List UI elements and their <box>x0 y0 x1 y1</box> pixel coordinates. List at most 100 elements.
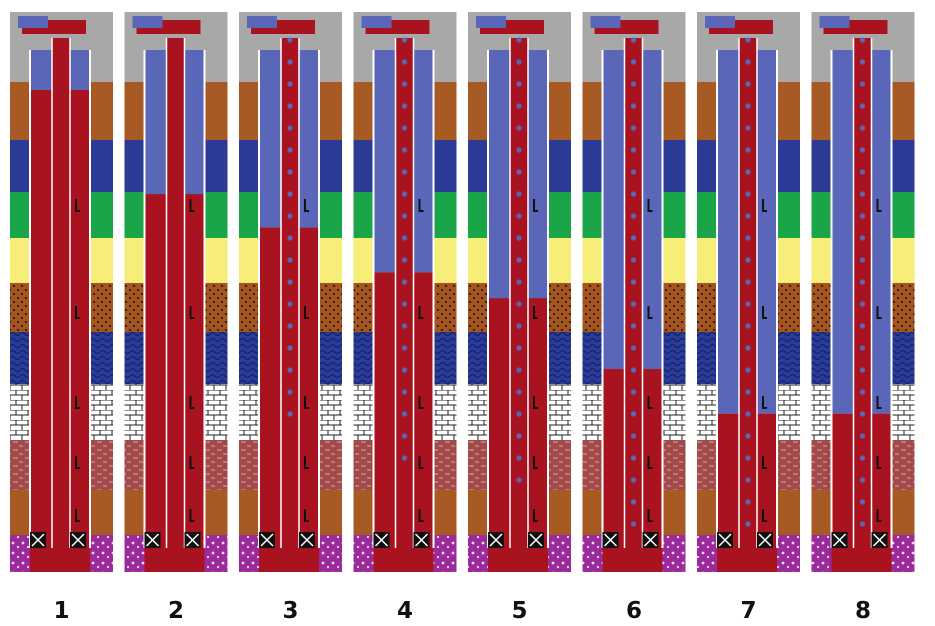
stage-panel <box>124 12 228 572</box>
centralizer-mark <box>876 509 882 522</box>
flow-bubble <box>516 125 522 131</box>
drill-pipe <box>624 38 643 548</box>
flow-bubble <box>859 37 866 43</box>
float-shoe-cross <box>185 533 200 547</box>
flow-bubble <box>859 323 866 329</box>
centralizer-mark <box>418 509 424 522</box>
stage-panel <box>811 12 915 572</box>
flow-bubble <box>630 235 637 241</box>
float-shoe-cross <box>718 533 732 547</box>
float-shoe-cross <box>414 533 429 547</box>
flow-bubble <box>287 411 293 417</box>
flow-bubble <box>859 235 866 241</box>
flow-bubble <box>859 389 866 395</box>
flow-bubble <box>401 37 408 43</box>
drill-pipe <box>52 38 70 548</box>
flow-bubble <box>401 59 408 65</box>
stage-number-label: 3 <box>282 598 299 624</box>
flow-bubble <box>516 389 522 395</box>
float-shoe-cross <box>31 533 45 547</box>
flow-bubble <box>745 367 751 373</box>
stage-panel <box>697 12 800 572</box>
stage-panel <box>468 12 571 572</box>
wellhead-cap <box>590 16 621 28</box>
flow-bubble <box>516 279 522 285</box>
flow-bubble <box>859 147 866 153</box>
centralizer-mark <box>647 396 653 409</box>
flow-bubble <box>516 147 522 153</box>
flow-bubble <box>630 521 637 527</box>
flow-bubble <box>516 169 522 175</box>
flow-bubble <box>859 125 866 131</box>
centralizer-mark <box>75 509 80 522</box>
flow-bubble <box>401 411 408 417</box>
flow-bubble <box>745 301 751 307</box>
flow-bubble <box>516 411 522 417</box>
flow-bubble <box>745 125 751 131</box>
float-shoe-cross <box>145 533 160 547</box>
flow-bubble <box>630 147 637 153</box>
flow-bubble <box>516 433 522 439</box>
wellhead-cap <box>132 16 163 28</box>
flow-bubble <box>287 103 293 109</box>
stage-number-label: 5 <box>511 598 528 624</box>
centralizer-mark <box>762 306 767 319</box>
flow-bubble <box>630 279 637 285</box>
flow-bubble <box>401 169 408 175</box>
flow-bubble <box>859 433 866 439</box>
flow-bubble <box>401 279 408 285</box>
flow-bubble <box>745 389 751 395</box>
flow-bubble <box>630 125 637 131</box>
flow-bubble <box>287 279 293 285</box>
flow-bubble <box>745 257 751 263</box>
flow-bubble <box>516 235 522 241</box>
centralizer-mark <box>647 199 653 212</box>
flow-bubble <box>745 477 751 483</box>
stage-panel <box>582 12 686 572</box>
flow-bubble <box>401 191 408 197</box>
flow-bubble <box>859 191 866 197</box>
flow-bubble <box>287 59 293 65</box>
centralizer-mark <box>418 456 424 469</box>
flow-bubble <box>630 213 637 219</box>
flow-bubble <box>287 191 293 197</box>
flow-bubble <box>745 213 751 219</box>
flow-bubble <box>401 345 408 351</box>
drill-pipe <box>510 38 528 548</box>
flow-bubble <box>630 37 637 43</box>
flow-bubble <box>401 103 408 109</box>
flow-bubble <box>287 301 293 307</box>
flow-bubble <box>287 147 293 153</box>
flow-bubble <box>859 367 866 373</box>
flow-bubble <box>630 499 637 505</box>
float-shoe-cross <box>300 533 314 547</box>
centralizer-mark <box>647 456 653 469</box>
flow-bubble <box>745 59 751 65</box>
centralizer-mark <box>304 306 309 319</box>
flow-bubble <box>287 37 293 43</box>
flow-bubble <box>859 59 866 65</box>
flow-bubble <box>516 367 522 373</box>
flow-bubble <box>516 301 522 307</box>
flow-bubble <box>401 81 408 87</box>
flow-bubble <box>516 213 522 219</box>
centralizer-mark <box>304 456 309 469</box>
flow-bubble <box>401 367 408 373</box>
flow-bubble <box>630 257 637 263</box>
flow-bubble <box>859 213 866 219</box>
flow-bubble <box>287 213 293 219</box>
flow-bubble <box>287 257 293 263</box>
flow-bubble <box>630 367 637 373</box>
flow-bubble <box>401 257 408 263</box>
centralizer-mark <box>533 509 538 522</box>
centralizer-mark <box>418 306 424 319</box>
wellhead-cap <box>476 16 506 28</box>
float-shoe-cross <box>832 533 847 547</box>
flow-bubble <box>630 301 637 307</box>
flow-bubble <box>859 411 866 417</box>
stage-number-label: 1 <box>53 598 70 624</box>
flow-bubble <box>630 59 637 65</box>
float-shoe-cross <box>529 533 543 547</box>
flow-bubble <box>516 59 522 65</box>
